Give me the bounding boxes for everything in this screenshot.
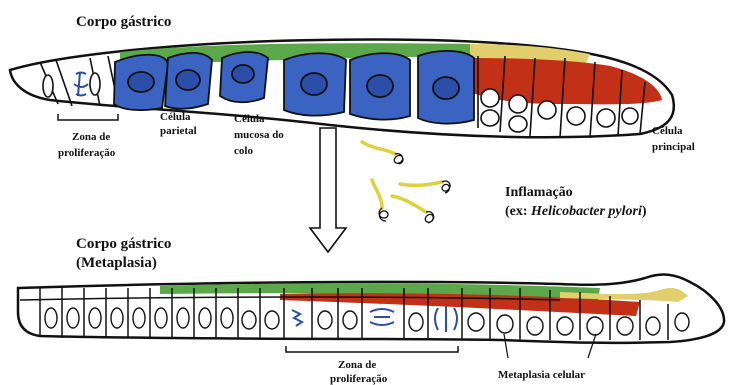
bottom-proliferation-bracket: [286, 346, 458, 352]
down-arrow-icon: [310, 128, 346, 252]
top-gastric-gland: [10, 40, 674, 139]
bottom-proliferation-label-1: Zona de: [338, 359, 376, 371]
inflammation-example: (ex: Helicobacter pylori): [505, 204, 647, 219]
top-proliferation-bracket: [58, 114, 118, 120]
bottom-title-2: (Metaplasia): [76, 255, 157, 271]
bottom-title-1: Corpo gástrico: [76, 236, 171, 252]
top-title: Corpo gástrico: [76, 14, 171, 30]
bottom-gastric-gland: [18, 275, 724, 358]
top-proliferation-label-1: Zona de: [72, 131, 110, 143]
inflammation-title: Inflamação: [505, 185, 573, 200]
chief-label-1: Célula: [652, 125, 683, 137]
bottom-proliferation-label-2: proliferação: [330, 373, 388, 385]
helicobacter-bacteria: [362, 142, 450, 223]
inflammation-species: Helicobacter pylori: [530, 204, 642, 219]
inflammation-example-prefix: (ex:: [505, 204, 531, 219]
top-proliferation-label-2: proliferação: [58, 147, 116, 159]
metaplasia-label: Metaplasia celular: [498, 369, 585, 381]
mucous-label-3: colo: [234, 145, 253, 157]
mucous-label-1: Célula: [234, 113, 265, 125]
mucous-label-2: mucosa do: [234, 129, 284, 141]
inflammation-example-suffix: ): [642, 204, 647, 219]
parietal-label-2: parietal: [160, 125, 197, 137]
chief-label-2: principal: [652, 141, 695, 153]
parietal-label-1: Célula: [160, 111, 191, 123]
